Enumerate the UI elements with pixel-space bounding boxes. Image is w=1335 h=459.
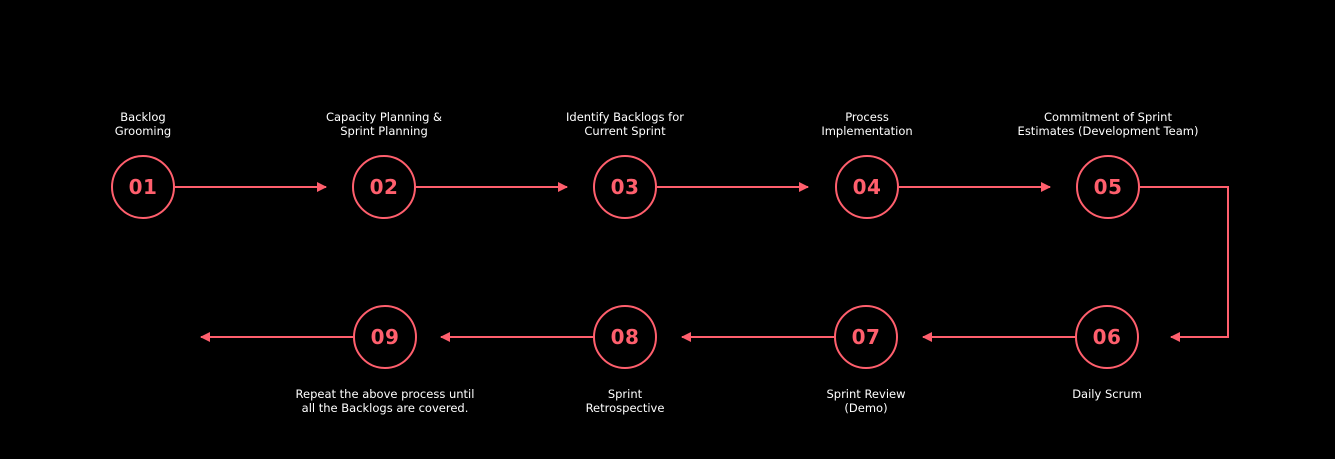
step-09-badge: 09 [353,305,417,369]
arrow-05-to-06 [1140,186,1229,342]
step-01-badge: 01 [111,155,175,219]
step-02-label: Capacity Planning & Sprint Planning [325,110,443,138]
step-04-label: Process Implementation [821,110,913,138]
step-06-badge: 06 [1075,305,1139,369]
step-09-label: Repeat the above process until all the B… [295,387,475,415]
step-03-label: Identify Backlogs for Current Sprint [566,110,684,138]
step-03-badge: 03 [593,155,657,219]
step-04-badge: 04 [835,155,899,219]
step-07-label: Sprint Review (Demo) [826,387,906,415]
step-06-label: Daily Scrum [1072,387,1142,401]
step-07-badge: 07 [834,305,898,369]
step-08-badge: 08 [593,305,657,369]
step-05-badge: 05 [1076,155,1140,219]
step-08-label: Sprint Retrospective [585,387,665,415]
step-05-label: Commitment of Sprint Estimates (Developm… [1017,110,1199,138]
step-01-label: Backlog Grooming [114,110,172,138]
step-02-badge: 02 [352,155,416,219]
